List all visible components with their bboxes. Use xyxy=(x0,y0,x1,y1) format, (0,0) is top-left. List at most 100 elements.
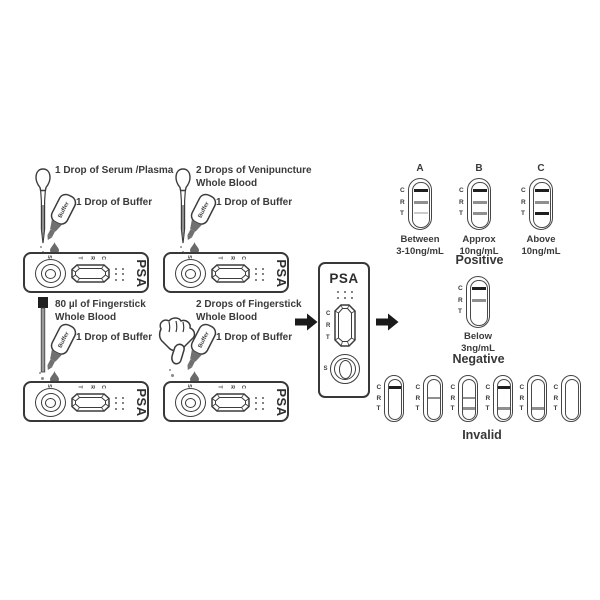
strip-letter: B xyxy=(475,163,483,174)
invalid-heading: Invalid xyxy=(462,428,502,442)
sample-well-center xyxy=(45,268,56,279)
vent-dot xyxy=(115,402,118,405)
strip-line-label: T xyxy=(521,210,525,217)
window-scale-label: T xyxy=(216,385,223,389)
strip-line-label: C xyxy=(459,187,464,194)
vent-dot xyxy=(115,267,118,270)
hand-squeeze-icon xyxy=(154,316,200,370)
well-label: S xyxy=(323,366,328,372)
reference-line xyxy=(535,201,549,204)
reference-line xyxy=(463,396,475,400)
vent-dot xyxy=(336,296,339,299)
vent-dot xyxy=(115,396,118,399)
strip-line-label: R xyxy=(415,394,421,402)
strip-line-label: R xyxy=(519,394,525,402)
strip-membrane xyxy=(427,379,441,420)
sample-well-center xyxy=(338,359,352,379)
strip-line-label: C xyxy=(521,187,526,194)
vent-dot xyxy=(261,407,264,410)
strip-caption: 3-10ng/mL xyxy=(396,245,444,257)
sample-label-line1: 2 Drops of Venipuncture xyxy=(196,165,312,176)
strip-membrane xyxy=(388,379,402,420)
sample-label-line1: 1 Drop of Serum /Plasma xyxy=(55,165,174,176)
arrow-right-icon xyxy=(376,313,399,331)
sample-label-line2: Whole Blood xyxy=(196,178,258,189)
sample-well-center xyxy=(185,268,196,279)
drop-icon xyxy=(50,371,59,383)
vent-dot xyxy=(255,396,258,399)
result-window xyxy=(211,393,250,412)
strip-line-label: C xyxy=(415,383,421,391)
buffer-bottle-icon: Buffer xyxy=(186,322,217,378)
result-window xyxy=(211,264,250,283)
buffer-label: 1 Drop of Buffer xyxy=(76,332,153,343)
strip-line-label: T xyxy=(400,210,404,217)
strip-line-label: T xyxy=(450,405,455,412)
vent-dot xyxy=(350,296,353,299)
strip-caption: Above xyxy=(526,234,556,245)
vent-dot xyxy=(261,402,264,405)
window-scale-label: T xyxy=(76,385,83,389)
drop-icon xyxy=(190,371,199,383)
control-line xyxy=(472,287,486,290)
strip-line-label: T xyxy=(458,308,462,315)
strip-line-label: C xyxy=(376,383,382,391)
test-line xyxy=(473,212,487,215)
test-line xyxy=(414,212,428,215)
vent-dot xyxy=(261,267,264,270)
strip-caption: Below xyxy=(464,331,492,342)
drop-icon xyxy=(39,246,42,249)
sample-well xyxy=(35,388,66,417)
window-scale-label: R xyxy=(326,323,331,329)
strip-line-label: T xyxy=(459,210,463,217)
strip-line-label: R xyxy=(521,199,526,206)
window-scale-label: R xyxy=(228,385,235,389)
test-line xyxy=(463,407,475,410)
strip-caption: Between xyxy=(400,234,440,245)
buffer-label: 1 Drop of Buffer xyxy=(216,332,293,343)
vent-dot xyxy=(121,396,124,399)
vent-dot xyxy=(255,407,258,410)
device-name: PSA xyxy=(134,388,149,417)
strip-line-label: C xyxy=(400,187,405,194)
vent-dot xyxy=(336,291,339,294)
vent-dot xyxy=(115,407,118,410)
well-label: S xyxy=(185,384,192,388)
well-label: S xyxy=(185,255,192,259)
vent-dot xyxy=(255,402,258,405)
strip-line-label: R xyxy=(485,394,491,402)
strip-line-label: R xyxy=(458,297,463,304)
strip-line-label: C xyxy=(485,383,491,391)
well-label: S xyxy=(45,384,52,388)
arrow-right-icon xyxy=(295,313,318,331)
strip-line-label: R xyxy=(459,199,464,206)
strip-membrane xyxy=(565,379,579,420)
strip-line-label: R xyxy=(553,394,559,402)
drop-icon xyxy=(168,369,171,372)
strip-membrane xyxy=(470,280,488,326)
drop-icon xyxy=(38,372,41,375)
strip-line-label: T xyxy=(519,405,524,412)
vent-dot xyxy=(261,396,264,399)
strip-membrane xyxy=(497,379,511,420)
control-line xyxy=(414,189,428,192)
reference-line xyxy=(473,201,487,204)
vent-dot xyxy=(255,278,258,281)
strip-letter: A xyxy=(416,163,424,174)
drop-icon xyxy=(41,377,44,380)
strip-caption: 3ng/mL xyxy=(461,342,495,354)
window-scale-label: C xyxy=(239,256,246,260)
control-line xyxy=(535,189,549,192)
device-name: PSA xyxy=(134,259,149,288)
result-window xyxy=(334,304,356,347)
sample-label-line2: Whole Blood xyxy=(55,312,117,323)
